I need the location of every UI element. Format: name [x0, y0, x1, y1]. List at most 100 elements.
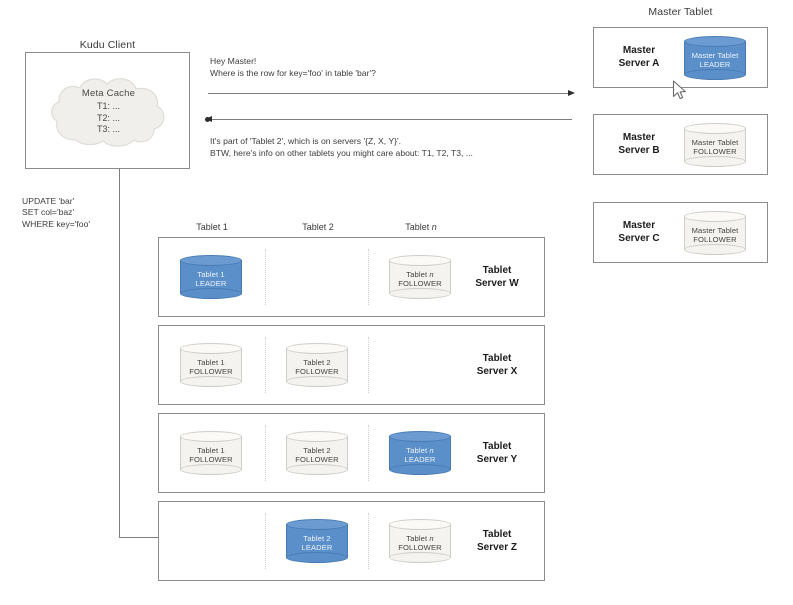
cylinder-tablet-name: Tablet n [406, 445, 434, 455]
cylinder-tablet-name: Tablet n [406, 533, 434, 543]
cylinder-top [286, 343, 348, 354]
cylinder-role: FOLLOWER [295, 455, 339, 464]
cylinder-label: Tablet 1 LEADER [180, 264, 242, 294]
cylinder-top [286, 431, 348, 442]
cylinder-label: Tablet 1 FOLLOWER [180, 440, 242, 470]
cylinder-bottom [389, 464, 451, 475]
tablet-server-x-label: Tablet Server X [455, 352, 539, 378]
cylinder-top [389, 431, 451, 442]
tablet-column-header-1: Tablet 1 [196, 222, 228, 232]
cylinder-tablet-name: Tablet 2 [303, 445, 331, 455]
cylinder-top [684, 211, 746, 222]
tablet-2-follower-cylinder-x[interactable]: Tablet 2 FOLLOWER [286, 343, 348, 387]
cylinder-top [180, 255, 242, 266]
cylinder-label: Master Tablet LEADER [684, 45, 746, 75]
cylinder-role: LEADER [301, 543, 333, 552]
tablet-server-y-name-line1: Tablet [482, 441, 512, 452]
master-server-c-label: Master Server C [600, 219, 678, 245]
tablet-column-header-n: Tablet n [405, 222, 437, 232]
master-server-b-name-line1: Master [622, 132, 656, 143]
request-arrow-line [208, 93, 572, 95]
tablet-1-follower-cylinder-x[interactable]: Tablet 1 FOLLOWER [180, 343, 242, 387]
cylinder-label: Master Tablet FOLLOWER [684, 132, 746, 162]
cylinder-bottom [389, 288, 451, 299]
cylinder-tablet-name: Tablet 1 [197, 445, 225, 455]
tablet-server-z-label: Tablet Server Z [455, 528, 539, 554]
master-tablet-leader-cylinder[interactable]: Master Tablet LEADER [684, 36, 746, 80]
request-arrow-head [568, 89, 575, 96]
cylinder-top [180, 343, 242, 354]
tablet-server-z-name-line2: Server Z [476, 542, 518, 553]
cylinder-bottom [286, 464, 348, 475]
master-tablet-follower-cylinder[interactable]: Master Tablet FOLLOWER [684, 211, 746, 255]
tablet-server-w-name-line2: Server W [475, 278, 519, 289]
update-statement-text: UPDATE 'bar' SET col='baz' WHERE key='fo… [22, 196, 90, 229]
cylinder-bottom [286, 552, 348, 563]
request-message-text: Hey Master! Where is the row for key='fo… [210, 56, 376, 78]
kudu-client-title: Kudu Client [79, 39, 136, 51]
cylinder-tablet-name: Master Tablet [691, 137, 739, 147]
cylinder-label: Tablet 1 FOLLOWER [180, 352, 242, 382]
master-server-b-label: Master Server B [600, 131, 678, 157]
cylinder-role: FOLLOWER [693, 147, 737, 156]
cylinder-bottom [684, 156, 746, 167]
tablet-server-x-name-line2: Server X [476, 366, 518, 377]
cylinder-tablet-name: Tablet 2 [303, 357, 331, 367]
master-tablet-follower-cylinder[interactable]: Master Tablet FOLLOWER [684, 123, 746, 167]
cylinder-bottom [180, 288, 242, 299]
cylinder-top [180, 431, 242, 442]
master-server-a-name-line2: Server A [618, 58, 660, 69]
tablet-2-follower-cylinder-y[interactable]: Tablet 2 FOLLOWER [286, 431, 348, 475]
cylinder-bottom [389, 552, 451, 563]
cylinder-role: LEADER [195, 279, 227, 288]
cylinder-role: FOLLOWER [693, 235, 737, 244]
column-separator [368, 425, 369, 481]
master-server-c-name-line1: Master [622, 220, 656, 231]
column-separator [265, 249, 266, 305]
cylinder-top [684, 36, 746, 47]
cylinder-bottom [684, 69, 746, 80]
column-separator [265, 513, 266, 569]
cylinder-label: Tablet 2 FOLLOWER [286, 352, 348, 382]
write-path-vertical-line [119, 169, 121, 538]
cylinder-role: LEADER [699, 60, 731, 69]
cylinder-role: LEADER [404, 455, 436, 464]
tablet-server-y-label: Tablet Server Y [455, 440, 539, 466]
master-server-b-name-line2: Server B [618, 145, 660, 156]
cylinder-tablet-name: Master Tablet [691, 50, 739, 60]
cylinder-tablet-name: Tablet 2 [303, 533, 331, 543]
tablet-server-w-label: Tablet Server W [455, 264, 539, 290]
column-separator [265, 337, 266, 393]
cylinder-bottom [180, 464, 242, 475]
cylinder-tablet-name: Master Tablet [691, 225, 739, 235]
cylinder-top [389, 519, 451, 530]
master-server-c-name-line2: Server C [618, 233, 660, 244]
master-tablet-title: Master Tablet [648, 6, 713, 18]
tablet-1-follower-cylinder-y[interactable]: Tablet 1 FOLLOWER [180, 431, 242, 475]
tablet-server-x-name-line1: Tablet [482, 353, 512, 364]
cylinder-label: Tablet 2 LEADER [286, 528, 348, 558]
tablet-2-leader-cylinder-z[interactable]: Tablet 2 LEADER [286, 519, 348, 563]
cylinder-role: FOLLOWER [398, 279, 442, 288]
cylinder-label: Master Tablet FOLLOWER [684, 220, 746, 250]
tablet-1-leader-cylinder-w[interactable]: Tablet 1 LEADER [180, 255, 242, 299]
cylinder-label: Tablet n LEADER [389, 440, 451, 470]
cylinder-label: Tablet n FOLLOWER [389, 264, 451, 294]
response-arrow-line [208, 119, 572, 121]
tablet-server-y-name-line2: Server Y [476, 454, 518, 465]
tablet-server-z-box[interactable] [158, 501, 545, 581]
tablet-n-follower-cylinder-w[interactable]: Tablet n FOLLOWER [389, 255, 451, 299]
tablet-server-z-name-line1: Tablet [482, 529, 512, 540]
cylinder-bottom [684, 244, 746, 255]
cylinder-bottom [286, 376, 348, 387]
mouse-cursor-icon [672, 80, 688, 102]
tablet-server-w-name-line1: Tablet [482, 265, 512, 276]
cylinder-label: Tablet n FOLLOWER [389, 528, 451, 558]
master-server-a-label: Master Server A [600, 44, 678, 70]
meta-cache-cloud: Meta Cache T1: ... T2: ... T3: ... [46, 74, 171, 150]
cylinder-top [389, 255, 451, 266]
tablet-n-follower-cylinder-z[interactable]: Tablet n FOLLOWER [389, 519, 451, 563]
tablet-n-leader-cylinder-y[interactable]: Tablet n LEADER [389, 431, 451, 475]
response-message-text: It's part of 'Tablet 2', which is on ser… [210, 136, 473, 158]
